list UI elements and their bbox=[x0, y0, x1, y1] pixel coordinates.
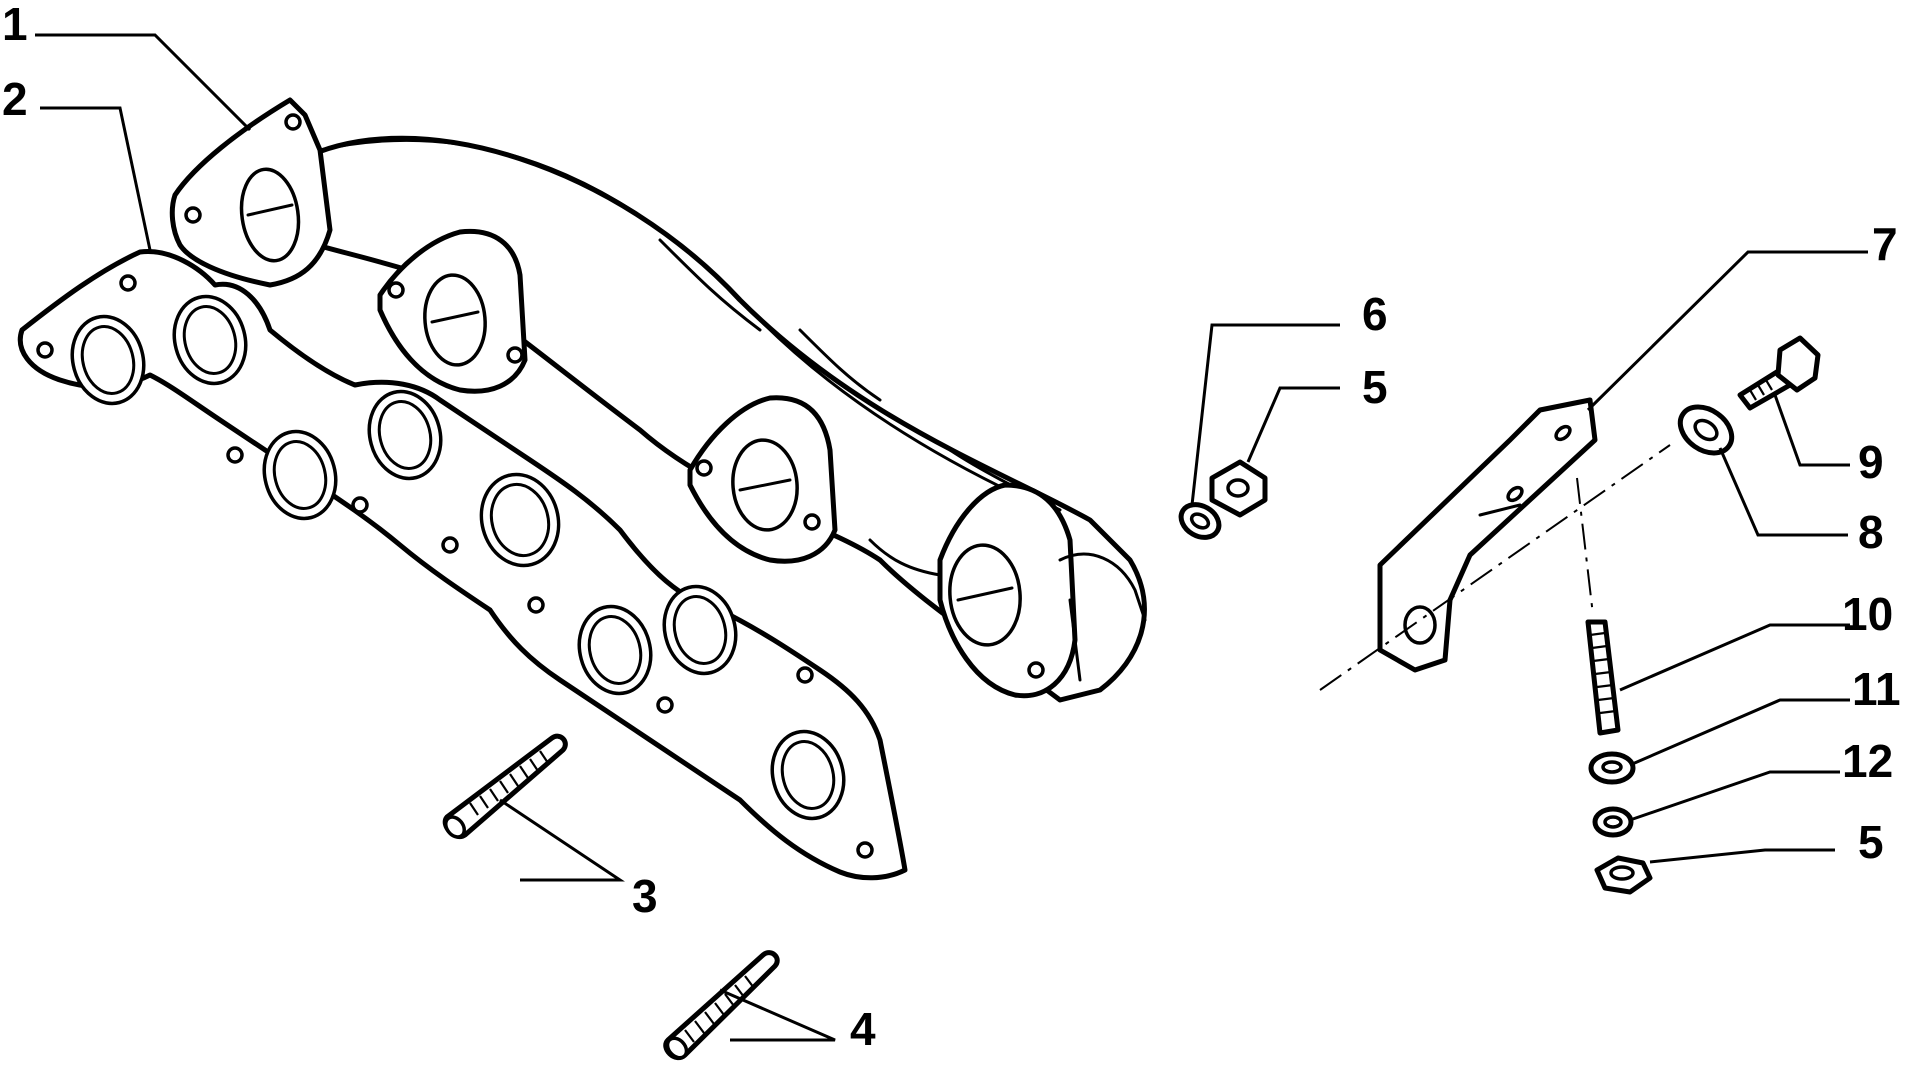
manifold-gasket bbox=[17, 248, 908, 881]
leader-1 bbox=[35, 33, 252, 132]
callout-4: 4 bbox=[850, 1003, 876, 1055]
callout-3: 3 bbox=[632, 870, 658, 922]
nut-5-lower bbox=[1594, 855, 1653, 895]
washer-8 bbox=[1677, 404, 1735, 456]
nut-5-upper bbox=[1209, 459, 1268, 518]
leader-2 bbox=[40, 106, 152, 251]
stud-4 bbox=[663, 950, 780, 1061]
leader-3 bbox=[499, 798, 625, 882]
leader-7 bbox=[1586, 250, 1868, 412]
stud-10 bbox=[1585, 619, 1621, 736]
callout-11: 11 bbox=[1852, 663, 1901, 715]
spring-washer-12 bbox=[1592, 806, 1634, 838]
leader-10 bbox=[1619, 623, 1850, 692]
stud-3 bbox=[442, 733, 568, 840]
leader-11 bbox=[1629, 698, 1850, 767]
callout-5-upper: 5 bbox=[1362, 361, 1388, 413]
washer-6 bbox=[1178, 502, 1222, 540]
axis-line-stud bbox=[1576, 477, 1594, 616]
callout-8: 8 bbox=[1858, 506, 1884, 558]
washer-11 bbox=[1588, 751, 1636, 785]
callout-12: 12 bbox=[1842, 735, 1893, 787]
leader-5a bbox=[1246, 386, 1340, 463]
callout-1: 1 bbox=[2, 0, 28, 50]
callout-2: 2 bbox=[2, 73, 28, 125]
callout-5-lower: 5 bbox=[1858, 816, 1884, 868]
bolt-9 bbox=[1737, 335, 1821, 411]
callout-7: 7 bbox=[1872, 218, 1898, 270]
leader-4 bbox=[719, 988, 836, 1042]
callout-10: 10 bbox=[1842, 588, 1893, 640]
leader-9 bbox=[1773, 394, 1850, 467]
exhaust-manifold bbox=[169, 97, 1147, 703]
leader-12 bbox=[1629, 770, 1840, 822]
leader-5c bbox=[1649, 848, 1835, 864]
leader-6 bbox=[1190, 323, 1340, 506]
callout-9: 9 bbox=[1858, 436, 1884, 488]
support-bracket bbox=[1377, 397, 1598, 673]
leader-8 bbox=[1718, 447, 1848, 537]
axis-line-bracket bbox=[1319, 444, 1671, 691]
callout-6: 6 bbox=[1362, 288, 1388, 340]
